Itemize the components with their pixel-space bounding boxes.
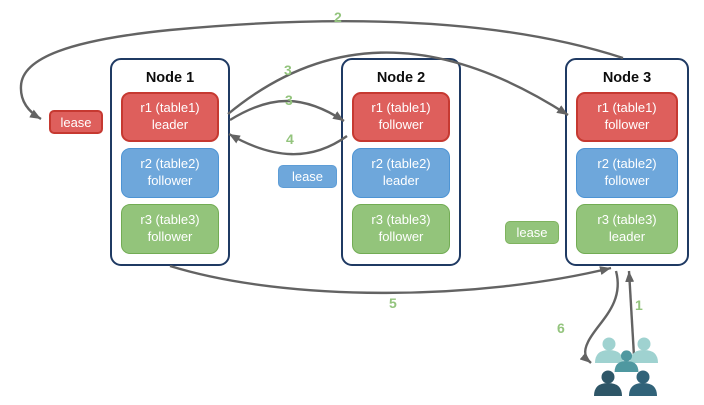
arrow-step-6 — [579, 270, 619, 364]
user-person-front-right — [629, 370, 657, 396]
node-2-replica-r1: r1 (table1) follower — [352, 92, 450, 142]
replica-role: leader — [608, 229, 646, 244]
replica-role: follower — [147, 229, 193, 244]
replica-name: r1 (table1) — [371, 100, 431, 116]
replica-name: r2 (table2) — [371, 156, 431, 172]
node-1-replica-r1: r1 (table1) leader — [121, 92, 219, 142]
node-3-replica-r3: r3 (table3) leader — [576, 204, 678, 254]
replica-name: r3 (table3) — [371, 212, 431, 228]
arrow-step-5 — [169, 264, 612, 295]
replica-role: leader — [382, 173, 420, 188]
replica-role: follower — [604, 117, 650, 132]
step-label-3b: 3 — [285, 92, 293, 108]
arrow-step-1 — [625, 270, 636, 357]
node-2-replica-r2: r2 (table2) leader — [352, 148, 450, 198]
replica-name: r2 (table2) — [597, 156, 657, 172]
replica-name: r3 (table3) — [597, 212, 657, 228]
users-icon — [594, 337, 658, 396]
step-label-3a: 3 — [284, 62, 292, 78]
node-3-box: Node 3 r1 (table1) follower r2 (table2) … — [565, 58, 689, 266]
node-2-replica-r3: r3 (table3) follower — [352, 204, 450, 254]
replica-name: r1 (table1) — [597, 100, 657, 116]
node-1-replica-r2: r2 (table2) follower — [121, 148, 219, 198]
replica-role: follower — [147, 173, 193, 188]
replica-role: follower — [604, 173, 650, 188]
replica-name: r3 (table3) — [140, 212, 200, 228]
node-1-box: Node 1 r1 (table1) leader r2 (table2) fo… — [110, 58, 230, 266]
node-3-title: Node 3 — [602, 70, 652, 86]
user-person-back-right — [630, 337, 658, 363]
lease-badge-table2: lease — [278, 165, 337, 188]
node-3-replica-r2: r2 (table2) follower — [576, 148, 678, 198]
user-person-back-left — [595, 337, 623, 363]
step-label-1: 1 — [635, 297, 643, 313]
node-3-replica-r1: r1 (table1) follower — [576, 92, 678, 142]
lease-badge-table3: lease — [505, 221, 559, 244]
step-label-6: 6 — [557, 320, 565, 336]
replica-role: follower — [378, 117, 424, 132]
replica-role: follower — [378, 229, 424, 244]
user-person-front-left — [594, 370, 622, 396]
node-2-box: Node 2 r1 (table1) follower r2 (table2) … — [341, 58, 461, 266]
replica-role: leader — [151, 117, 189, 132]
replica-name: r2 (table2) — [140, 156, 200, 172]
lease-badge-table1: lease — [49, 110, 103, 134]
user-person-center — [614, 350, 639, 372]
step-label-4: 4 — [286, 131, 294, 147]
step-label-2: 2 — [334, 9, 342, 25]
node-2-title: Node 2 — [376, 70, 426, 86]
step-label-5: 5 — [389, 295, 397, 311]
replica-name: r1 (table1) — [140, 100, 200, 116]
node-1-replica-r3: r3 (table3) follower — [121, 204, 219, 254]
node-1-title: Node 1 — [145, 70, 195, 86]
